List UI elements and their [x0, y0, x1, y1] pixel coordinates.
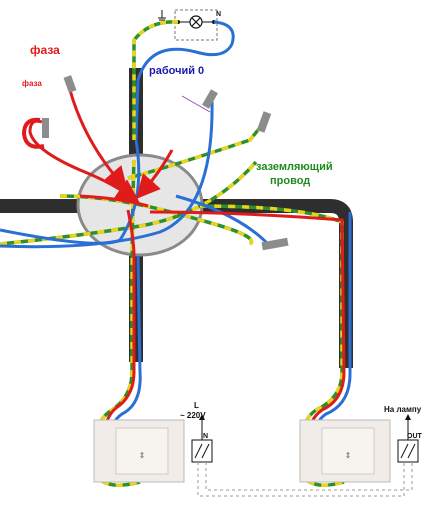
- traveler-lines: [197, 462, 413, 497]
- switch-1: ⇕: [93, 419, 185, 483]
- phase-wires: [28, 89, 346, 441]
- phase-label-main: фаза: [30, 43, 60, 57]
- up-down-arrows-icon: ⇕: [345, 451, 352, 460]
- ground-label-line2: провод: [270, 175, 310, 187]
- up-down-arrows-icon: ⇕: [139, 451, 146, 460]
- phase-loop: [21, 117, 45, 149]
- ground-label-line1: заземляющий: [256, 161, 333, 173]
- switch-in-tag: IN: [201, 433, 208, 440]
- input-voltage-label: ~ 220V: [180, 411, 206, 420]
- neutral-label: рабочий 0: [149, 65, 204, 77]
- lamp-wires: [132, 20, 235, 141]
- schematic-in: IN: [191, 414, 213, 463]
- switch-2: ⇕: [299, 419, 391, 483]
- neutral-wires: [0, 99, 352, 441]
- ground-symbol-icon: [158, 10, 166, 21]
- switch-2-key: [321, 427, 375, 475]
- lamp-n-label: N: [216, 11, 221, 18]
- wire-caps: [42, 75, 289, 251]
- switch-out-tag: OUT: [407, 433, 423, 440]
- lamp-fixture: N: [158, 9, 221, 41]
- switch-1-key: [115, 427, 169, 475]
- pointer-line: [181, 95, 211, 113]
- schematic-out: OUT: [397, 414, 423, 463]
- lamp-cross-icon: [189, 15, 203, 29]
- phase-label-small: фаза: [22, 79, 42, 88]
- input-l-label: L: [194, 401, 199, 410]
- to-lamp-label: На лампу: [384, 405, 422, 414]
- lamp-box: [174, 9, 218, 41]
- conduit-right: [196, 199, 353, 368]
